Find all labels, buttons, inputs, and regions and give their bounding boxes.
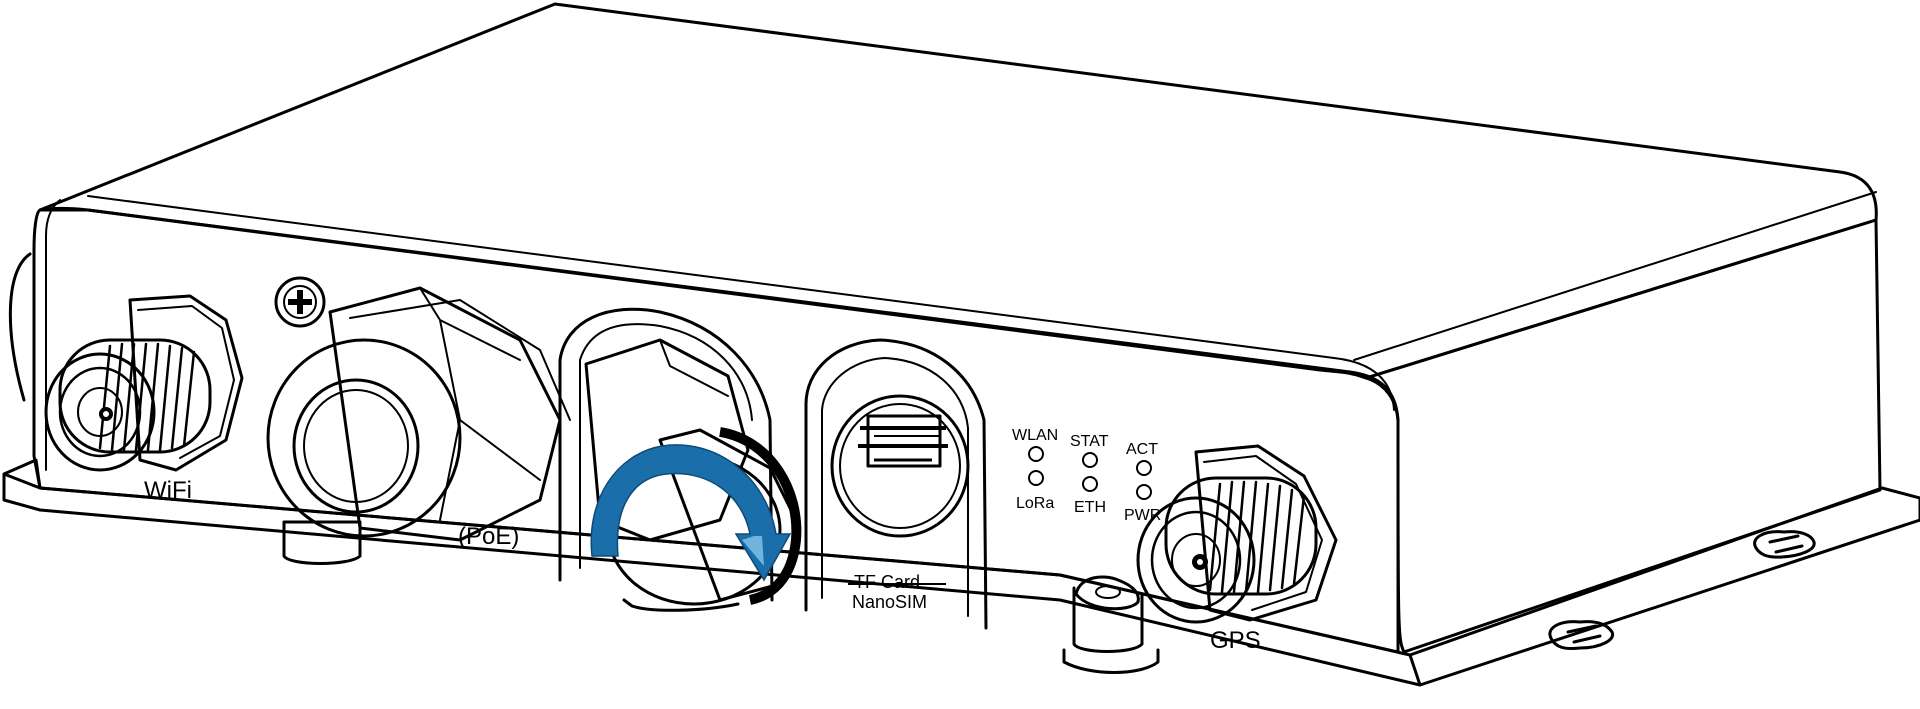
led-lora-label: LoRa (1016, 495, 1054, 512)
port-panel-eth (558, 307, 774, 602)
device-body (8, 2, 1882, 654)
poe-cable-gland (266, 286, 571, 565)
led-indicators (1028, 446, 1152, 500)
wifi-label: WiFi (144, 477, 192, 504)
led-eth-label: ETH (1074, 499, 1106, 516)
tf-card-label: TF Card (854, 572, 920, 592)
bottom-plug (1062, 575, 1160, 674)
led-stat-label: STAT (1070, 433, 1109, 450)
port-panel-card (804, 338, 988, 630)
gps-antenna-connector (1136, 444, 1338, 624)
wifi-antenna-connector (44, 294, 244, 472)
nanosim-label: NanoSIM (852, 592, 927, 612)
mounting-slot (1548, 620, 1615, 650)
gps-label: GPS (1210, 627, 1261, 654)
led-wlan-label: WLAN (1012, 427, 1058, 444)
led-pwr-label: PWR (1124, 507, 1161, 524)
ground-screw (274, 276, 326, 328)
poe-label: (PoE) (458, 523, 519, 550)
mounting-slot (1753, 530, 1816, 559)
clockwise-arrow-icon (590, 444, 792, 582)
tf-card-slot (830, 394, 970, 585)
led-act-label: ACT (1126, 441, 1158, 458)
